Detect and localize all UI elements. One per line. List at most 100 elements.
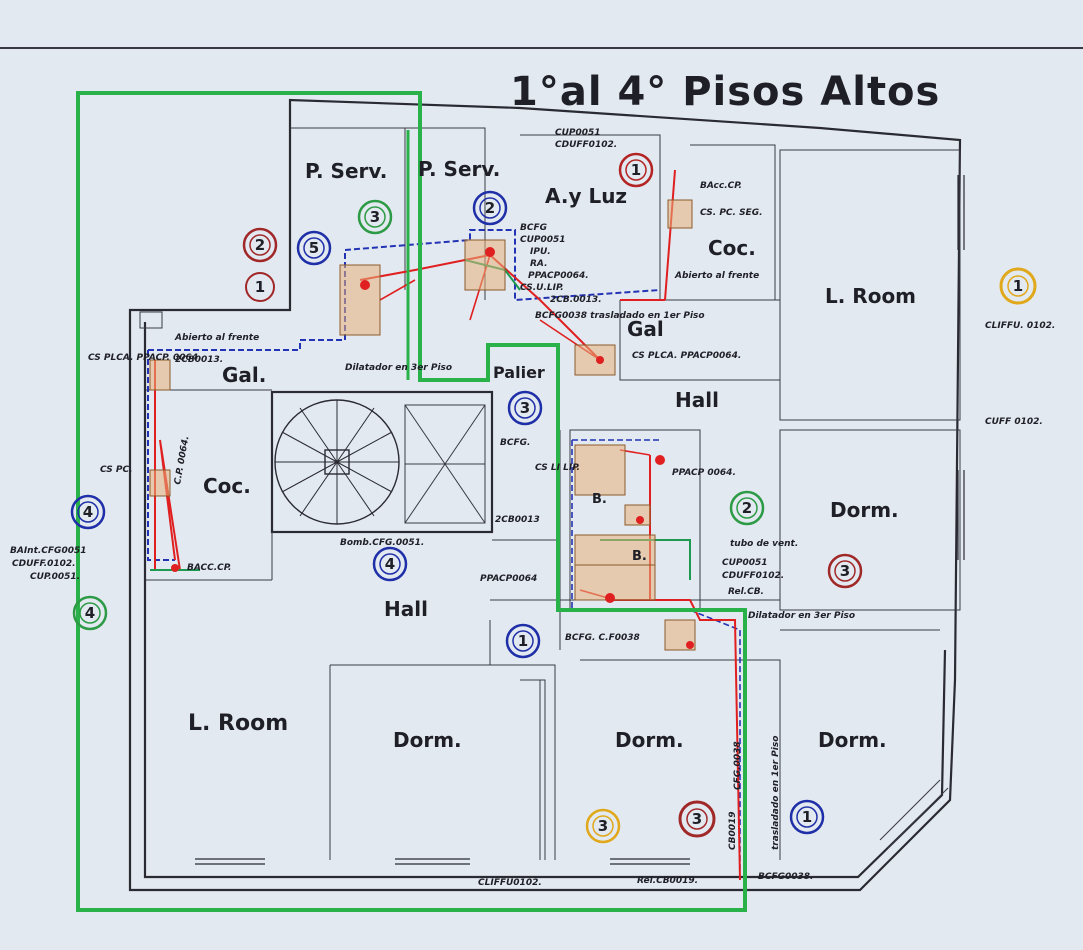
annotation: PPACP 0064. [672, 468, 736, 478]
annotation: IPU. [530, 247, 551, 257]
annotation: BCFG0038. [758, 872, 813, 882]
room-label: Gal [627, 317, 664, 341]
svg-text:5: 5 [309, 239, 319, 257]
room-labels: P. Serv. P. Serv. A.y Luz Coc. L. Room G… [188, 157, 916, 752]
room-label: Hall [384, 597, 428, 621]
marker: 4 [72, 595, 108, 631]
room-label: B. [632, 549, 647, 564]
room-label: L. Room [825, 284, 916, 308]
room-label: Dorm. [393, 728, 462, 752]
svg-text:1: 1 [255, 278, 265, 296]
room-label: Coc. [708, 236, 756, 260]
svg-text:3: 3 [370, 208, 380, 226]
room-label: Dorm. [818, 728, 887, 752]
svg-text:4: 4 [385, 555, 395, 573]
svg-text:3: 3 [520, 399, 530, 417]
annotation: CFG.0038 [733, 741, 743, 790]
drawing-title: 1°al 4° Pisos Altos [510, 69, 940, 115]
annotation: PPACP0064 [480, 574, 537, 584]
marker: 3 [357, 199, 393, 235]
svg-text:1: 1 [1013, 277, 1023, 295]
room-label: L. Room [188, 711, 288, 736]
annotation: 2CB.0013. [550, 295, 602, 305]
marker: 1 [618, 152, 654, 188]
marker: 2 [472, 190, 508, 226]
annotation: CS PLCA. PPACP0064. [632, 351, 741, 361]
annotation: CUP0051 [555, 128, 601, 138]
svg-text:1: 1 [518, 632, 528, 650]
marker: 3 [507, 390, 543, 426]
room-label: Dorm. [830, 498, 899, 522]
marker: 3 [827, 553, 863, 589]
annotation: CUP0051 [520, 235, 566, 245]
annotation: CS.U.LIP. [520, 283, 564, 293]
room-label: Hall [675, 388, 719, 412]
annotation: Rel.CB0019. [637, 876, 698, 886]
marker: 2 [729, 490, 765, 526]
room-label: P. Serv. [305, 159, 387, 183]
annotation: CUP0051 [722, 558, 768, 568]
annotation: CS PLCA. PPACP. 0064. [88, 353, 201, 363]
svg-text:3: 3 [598, 817, 608, 835]
annotation: BCFG [520, 223, 547, 233]
marker: 3 [678, 800, 716, 838]
room-label: Gal. [222, 363, 266, 387]
annotation: trasladado en 1er Piso [771, 736, 781, 850]
room-label: B. [592, 492, 607, 507]
svg-text:2: 2 [742, 499, 752, 517]
marker: 1 [245, 272, 275, 302]
marker: 4 [70, 494, 106, 530]
annotation: Abierto al frente [174, 333, 259, 343]
svg-text:2: 2 [485, 199, 495, 217]
annotation: CLIFFU0102. [478, 878, 542, 888]
annotation: CS. PC. SEG. [700, 208, 763, 218]
annotation: CDUFF0102. [555, 140, 617, 150]
annotations: CUP0051 CDUFF0102. BAcc.CP. CS. PC. SEG.… [10, 128, 1055, 888]
annotation: BAcc.CP. [700, 181, 742, 191]
annotation: Bomb.CFG.0051. [340, 538, 424, 548]
annotation: CS LI LIP. [535, 463, 580, 473]
svg-text:3: 3 [840, 562, 850, 580]
room-label: Dorm. [615, 728, 684, 752]
svg-text:3: 3 [692, 810, 702, 828]
annotation: BCFG. C.F0038 [565, 633, 640, 643]
marker: 5 [296, 230, 332, 266]
annotation: PPACP0064. [528, 271, 589, 281]
numbered-markers: 1 2 3 5 2 1 1 3 4 2 3 4 4 1 3 3 1 [70, 152, 1037, 844]
annotation: 2CB0013 [495, 515, 540, 525]
annotation: CUFF 0102. [985, 417, 1043, 427]
annotation: CUP.0051. [30, 572, 80, 582]
annotation: CDUFF.0102. [12, 559, 76, 569]
annotation: CLIFFU. 0102. [985, 321, 1055, 331]
annotation: CDUFF0102. [722, 571, 784, 581]
annotation: tubo de vent. [730, 539, 798, 549]
svg-text:4: 4 [83, 503, 93, 521]
annotation: BCFG0038 trasladado en 1er Piso [535, 311, 705, 321]
annotation: Abierto al frente [674, 271, 759, 281]
annotation: BACC.CP. [187, 563, 231, 573]
annotation: 2CB0013. [175, 355, 223, 365]
marker: 4 [372, 546, 408, 582]
marker: 1 [789, 799, 825, 835]
svg-text:2: 2 [255, 236, 265, 254]
annotation: RA. [530, 259, 547, 269]
annotation: CB0019 [728, 811, 738, 850]
highlight-boundary [76, 91, 747, 912]
pipe-network [147, 169, 741, 881]
room-label: Coc. [203, 474, 251, 498]
annotation: BAInt.CFG0051 [10, 546, 87, 556]
room-label: P. Serv. [418, 157, 500, 181]
svg-text:4: 4 [85, 604, 95, 622]
marker: 1 [999, 267, 1037, 305]
marker: 1 [505, 623, 541, 659]
marker: 2 [242, 227, 278, 263]
annotation: Rel.CB. [728, 587, 764, 597]
room-label: Palier [493, 363, 545, 382]
annotation: Dilatador en 3er Piso [748, 611, 855, 621]
room-label: A.y Luz [545, 184, 627, 208]
marker: 3 [585, 808, 621, 844]
annotation: Dilatador en 3er Piso [345, 363, 452, 373]
svg-text:1: 1 [802, 808, 812, 826]
